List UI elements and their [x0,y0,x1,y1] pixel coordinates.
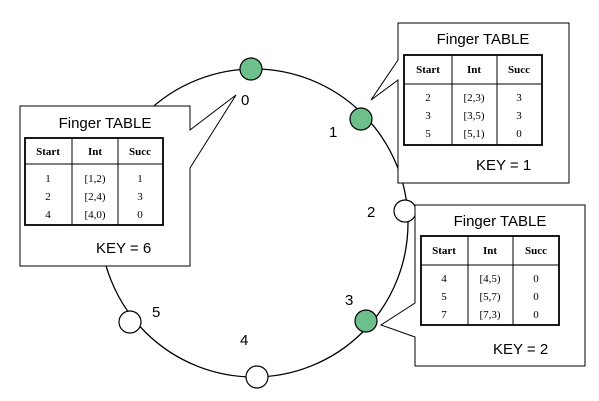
table-cell: 4 [45,209,51,221]
table-cell: 3 [137,191,143,203]
ring-node-4 [245,365,269,389]
table-cell: [2,3) [463,92,484,104]
table-cell: [1,2) [84,173,105,185]
table-cell: [4,0) [84,209,105,221]
node-label-5: 5 [152,304,160,321]
table-header-succ: Succ [508,64,530,76]
table-cell: 5 [425,128,431,140]
table-cell: 5 [441,291,447,303]
table-header-int: Int [467,64,481,76]
key-label: KEY = 1 [476,157,531,174]
node-label-3: 3 [345,292,353,309]
table-cell: 3 [516,92,522,104]
table-cell: 4 [441,273,447,285]
table-cell: [7,3) [479,309,500,321]
key-label: KEY = 6 [96,240,151,257]
key-label: KEY = 2 [493,341,548,358]
table-cell: 2 [45,191,51,203]
ring-node-5 [118,310,142,334]
callout-box [370,22,570,184]
table-header-start: Start [432,245,456,257]
finger-table [24,137,164,226]
table-cell: 1 [137,173,143,185]
table-header-int: Int [88,146,102,158]
table-cell: 0 [533,291,539,303]
table-cell: 0 [533,309,539,321]
finger-table [420,235,560,326]
finger-table-title: Finger TABLE [59,115,152,132]
table-cell: 3 [516,110,522,122]
finger-table [403,54,543,146]
finger-table-title: Finger TABLE [454,213,547,230]
node-label-0: 0 [241,92,249,109]
node-label-4: 4 [240,332,248,349]
table-cell: 0 [516,128,522,140]
table-cell: [2,4) [84,191,105,203]
table-cell: 2 [425,92,431,104]
table-header-succ: Succ [525,245,547,257]
table-header-succ: Succ [129,146,151,158]
finger-table-callout-node1: Finger TABLE Start Int Succ 2 [2,3) 3 3 … [370,22,570,184]
table-cell: [5,7) [479,291,500,303]
finger-table-callout-node0: Finger TABLE Start Int Succ 1 [1,2) 1 2 … [19,94,237,267]
node-label-2: 2 [367,204,375,221]
table-cell: 1 [45,173,51,185]
table-cell: [3,5) [463,110,484,122]
table-header-start: Start [416,64,440,76]
finger-table-title: Finger TABLE [437,31,530,48]
ring-node-2 [393,199,417,223]
table-header-start: Start [36,146,60,158]
ring-node-3 [354,309,378,333]
table-cell: [4,5) [479,273,500,285]
ring-node-0 [239,57,263,81]
table-header-int: Int [483,245,497,257]
table-cell: [5,1) [463,128,484,140]
table-cell: 0 [137,209,143,221]
table-cell: 7 [441,309,447,321]
table-cell: 3 [425,110,431,122]
node-label-1: 1 [329,124,337,141]
table-cell: 0 [533,273,539,285]
ring-node-1 [349,107,373,131]
finger-table-callout-node3: Finger TABLE Start Int Succ 4 [4,5) 0 5 … [379,204,586,367]
